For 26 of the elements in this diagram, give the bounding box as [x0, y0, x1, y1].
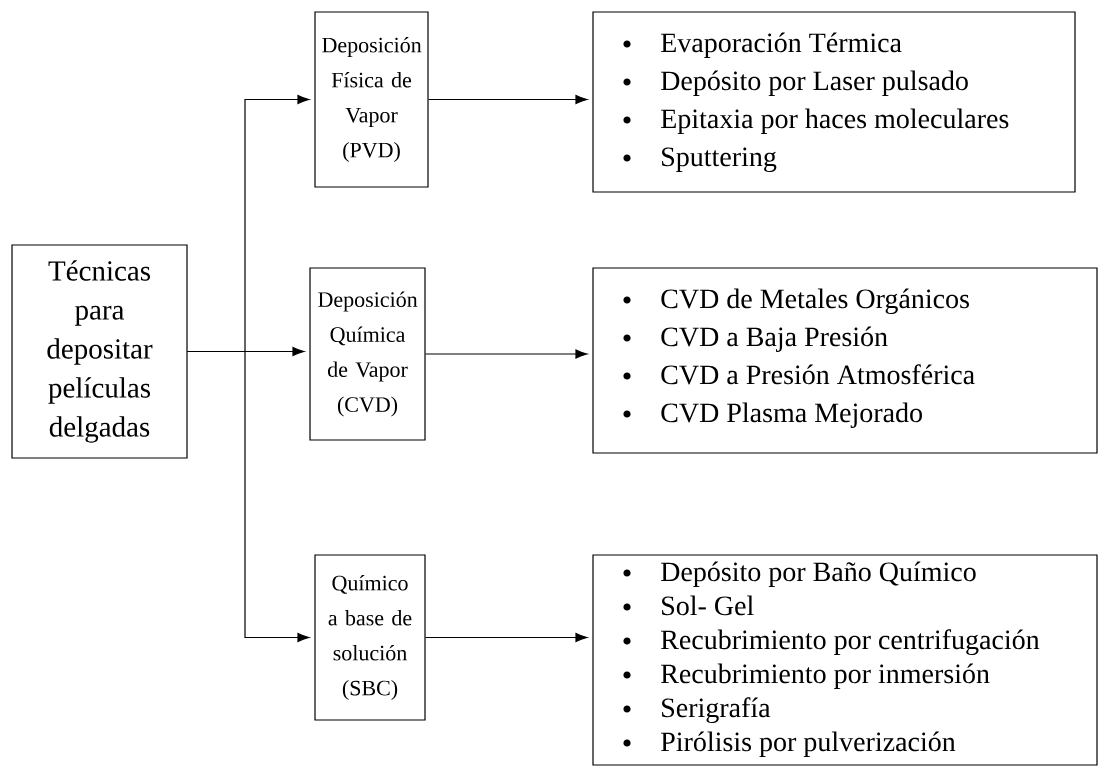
process-box: [11, 244, 188, 459]
list-item: Sol- Gel: [662, 595, 754, 616]
list-item: Epitaxia por haces moleculares: [661, 108, 1009, 134]
list-item: Serigrafía: [662, 697, 771, 724]
process-box: [309, 267, 426, 441]
box-label: Técnicas para depositar películas delgadas: [47, 260, 153, 443]
list-item: CVD Plasma Mejorado: [661, 402, 922, 428]
arrow: [187, 350, 310, 643]
list-item: CVD a Presión Atmosférica: [661, 364, 975, 385]
list-item: Recubrimiento por inmersión: [661, 663, 990, 689]
list-item: CVD de Metales Orgánicos: [661, 288, 969, 315]
list-item: Sputtering: [662, 147, 777, 173]
arrow: [425, 349, 588, 359]
box-label: Deposición Física de Vapor (PVD): [322, 37, 422, 162]
list-item: Pirólisis por pulverización: [661, 731, 956, 757]
list-item: Recubrimiento por centrifugación: [661, 629, 1040, 656]
arrow: [428, 94, 588, 105]
box-label: Deposición Química de Vapor (CVD): [318, 291, 418, 417]
list-item: CVD a Baja Presión: [661, 326, 888, 352]
list-item: Depósito por Laser pulsado: [661, 70, 968, 96]
box-label: Químico a base de solución (SBC): [328, 575, 412, 700]
process-box: [314, 554, 426, 721]
list-item: Depósito por Baño Químico: [661, 561, 976, 587]
list-item: Evaporación Térmica: [661, 32, 902, 58]
arrow: [425, 632, 588, 643]
process-box: [314, 11, 429, 188]
